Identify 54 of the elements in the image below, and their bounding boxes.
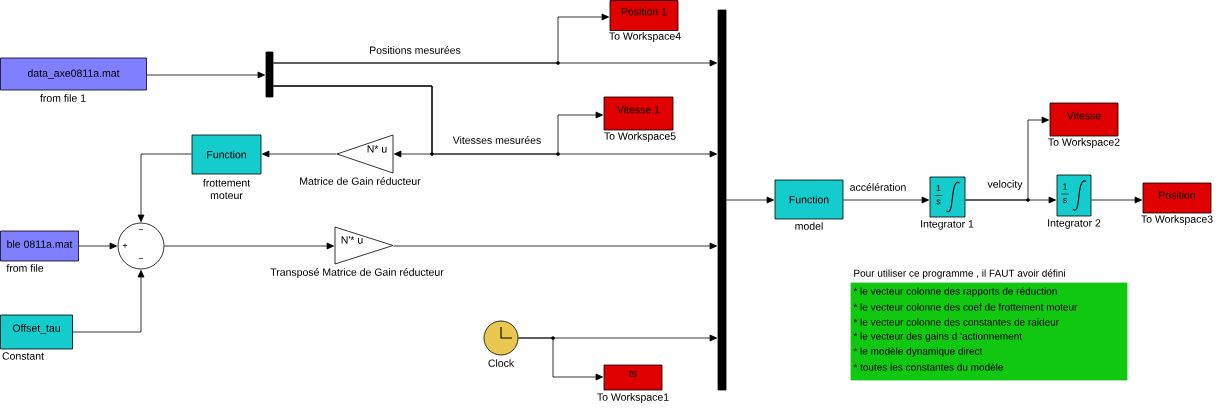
block-label: model (795, 222, 823, 230)
block-label: from file 1 (40, 94, 86, 102)
function-block: Function (191, 134, 262, 175)
signal-arrow (273, 13, 609, 64)
note-text: * le vecteur des gains d 'actionnement (853, 332, 1022, 342)
signal-arrow (78, 242, 117, 250)
source-block: data_axe0811a.mat (0, 57, 147, 91)
block-label: To Workspace2 (1048, 138, 1120, 148)
signal-arrow (518, 337, 603, 381)
note-text: * le vecteur colonne des coef de frottement moteur (853, 303, 1078, 311)
note-text: * le modèle dynamique direct (853, 347, 983, 357)
block-label: Clock (488, 359, 515, 367)
source-block: ble 0811a.mat (0, 230, 79, 262)
workspace-block: Vitesse (1049, 102, 1119, 137)
signal-arrow (146, 71, 265, 79)
block-label: Integrator 1 (921, 220, 974, 230)
note-text: * le vecteur colonne des rapports de réduction (853, 287, 1057, 297)
block-label: from file (6, 264, 44, 272)
block-label: Integrator 2 (1048, 219, 1101, 229)
workspace-block: ts (603, 364, 663, 391)
note-text: * toutes les constantes du modèle (853, 363, 1004, 371)
workspace-block: Position (1142, 182, 1212, 214)
note-text: Pour utiliser ce programme , il FAUT avoir défini (854, 269, 1065, 279)
integrator-block: 1 s (1056, 174, 1092, 217)
function-block: Function (774, 179, 844, 220)
gain-triangle: N'* u (334, 226, 394, 265)
constant-block: Offset_tau (0, 314, 73, 350)
block-label: To Workspace1 (597, 393, 669, 403)
signal-label: Positions mesurées (368, 45, 462, 55)
signal-arrow (273, 85, 603, 155)
signal-arrow (393, 242, 717, 250)
integrator-block: 1 s (929, 176, 966, 218)
signal-arrow (965, 116, 1049, 201)
block-label: To Workspace4 (609, 32, 681, 42)
signal-arrow (726, 196, 774, 204)
block-label: Matrice de Gain réducteur (300, 177, 421, 185)
signal-label: Vitesses mesurées (451, 135, 543, 145)
workspace-block: Vitesse 1 (603, 96, 674, 131)
signal-arrow (1091, 196, 1142, 204)
signal-arrow (137, 153, 192, 222)
block-label: Transposé Matrice de Gain réducteur (270, 268, 444, 278)
workspace-block: Position 1 (609, 0, 679, 31)
signal-label: velocity (986, 179, 1024, 191)
gain-triangle: N* u (336, 134, 394, 174)
signal-arrow (164, 242, 334, 250)
block-label: To Workspace3 (1141, 215, 1213, 225)
signal-arrow (262, 150, 337, 158)
signal-arrow (843, 196, 929, 204)
note-text: * le vecteur colonne des constantes de raideur (853, 318, 1059, 326)
block-label: Constant (2, 352, 44, 360)
signal-label: accélération (848, 182, 908, 192)
block-label: frottement moteur (203, 178, 251, 200)
block-label: To Workspace5 (604, 132, 676, 142)
signal-arrow (72, 270, 145, 333)
